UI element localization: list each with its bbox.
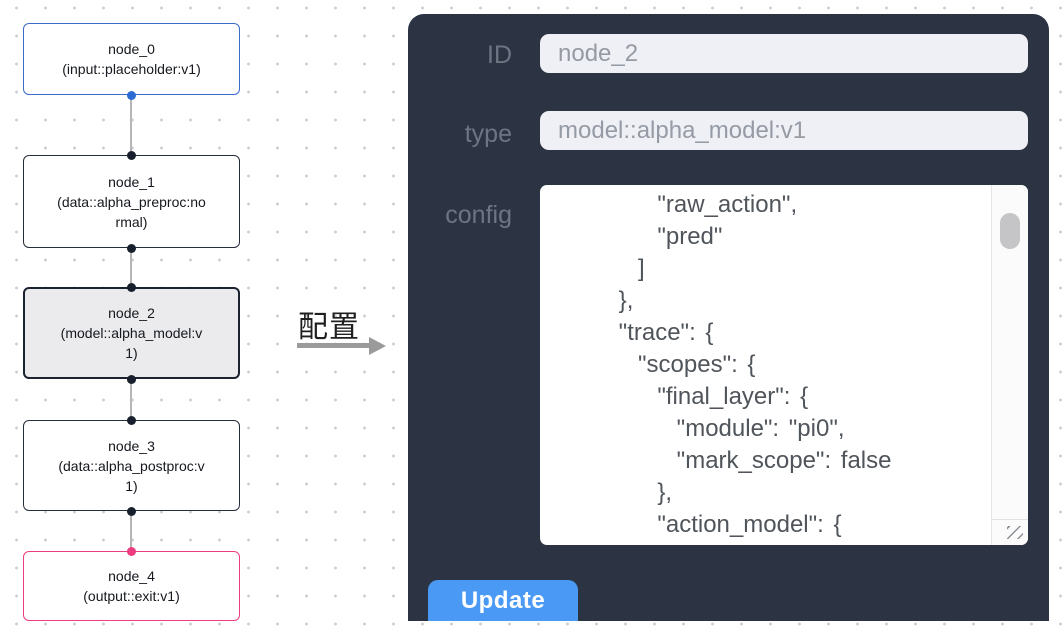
flow-node-node4[interactable]: node_4 (output::exit:v1) [23, 551, 240, 621]
port-node3-input[interactable] [126, 415, 136, 425]
edge-node1-node2 [130, 248, 132, 287]
node-properties-panel: ID type config "raw_action", "pred" ] },… [408, 14, 1049, 621]
node-subtitle: (output::exit:v1) [83, 588, 180, 604]
node-subtitle: (data::alpha_preproc:normal) [57, 193, 206, 230]
port-node4-input[interactable] [126, 546, 136, 556]
config-scrollbar-thumb[interactable] [1000, 213, 1020, 249]
edge-node2-node3 [130, 379, 132, 420]
node-subtitle: (data::alpha_postproc:v1) [58, 457, 205, 494]
resize-handle-icon[interactable] [1007, 526, 1023, 539]
edge-node0-node1 [130, 95, 132, 155]
config-field-label: config [445, 201, 512, 229]
node-title: node_1 [108, 173, 155, 190]
port-node2-output[interactable] [126, 374, 136, 384]
port-node1-output[interactable] [126, 243, 136, 253]
node-title: node_4 [108, 568, 155, 584]
port-node1-input[interactable] [126, 150, 136, 160]
edge-node3-node4 [130, 511, 132, 551]
config-json-content: "raw_action", "pred" ] }, "trace": { "sc… [618, 191, 892, 538]
type-field-label: type [464, 120, 512, 148]
flow-node-node3[interactable]: node_3 (data::alpha_postproc:v1) [23, 420, 240, 511]
node-title: node_2 [108, 305, 155, 321]
node-title: node_3 [108, 437, 155, 454]
config-scrollbar-track[interactable] [991, 185, 1028, 545]
node-subtitle: (input::placeholder:v1) [62, 61, 201, 77]
config-annotation-label: 配置 [298, 311, 360, 344]
flow-node-node2-selected[interactable]: node_2 (model::alpha_model:v1) [23, 287, 240, 379]
config-resize-corner [991, 519, 1028, 545]
right-arrow-head-icon [369, 336, 386, 355]
port-node2-input[interactable] [126, 282, 136, 292]
update-button[interactable]: Update [428, 580, 578, 621]
port-node3-output[interactable] [126, 506, 136, 516]
id-field-label: ID [487, 41, 512, 69]
id-input[interactable] [540, 34, 1028, 73]
flow-node-node0[interactable]: node_0 (input::placeholder:v1) [23, 23, 240, 95]
config-textarea[interactable]: "raw_action", "pred" ] }, "trace": { "sc… [540, 185, 1028, 545]
right-arrow-icon [297, 343, 369, 348]
flow-node-node1[interactable]: node_1 (data::alpha_preproc:normal) [23, 155, 240, 248]
node-title: node_0 [108, 41, 155, 57]
port-node0-output[interactable] [126, 90, 136, 100]
type-input[interactable] [540, 111, 1028, 150]
node-subtitle: (model::alpha_model:v1) [60, 325, 203, 361]
